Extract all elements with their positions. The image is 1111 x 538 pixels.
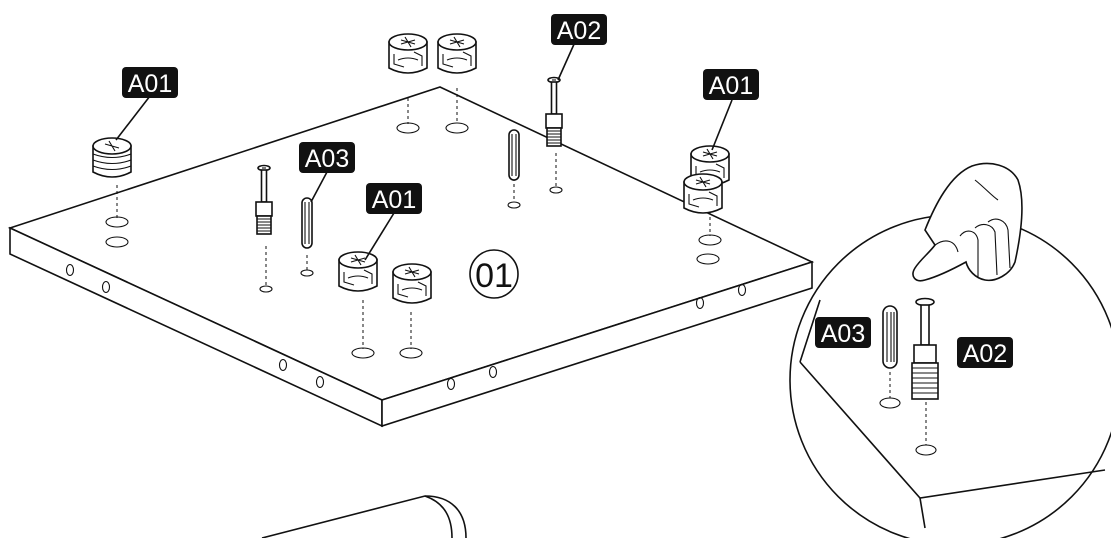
wood-dowel-icon (508, 129, 520, 181)
svg-text:A02: A02 (557, 17, 601, 45)
svg-text:A01: A01 (372, 186, 416, 214)
hand-icon (912, 162, 1023, 282)
cam-lock-icon (683, 173, 723, 214)
label-a03-detail: A03 (815, 317, 871, 348)
svg-text:A03: A03 (821, 320, 865, 348)
svg-text:A03: A03 (305, 145, 349, 173)
next-panel-partial (261, 495, 467, 538)
cam-lock-icon (92, 137, 132, 178)
edge-holes-right (446, 283, 747, 391)
svg-text:A02: A02 (963, 340, 1007, 368)
label-a02-top: A02 (551, 14, 607, 45)
guide-lines (116, 88, 711, 349)
svg-text:A01: A01 (128, 70, 172, 98)
cam-lock-icon (388, 33, 428, 74)
leader-lines (115, 41, 733, 261)
wood-panel (7, 86, 815, 428)
label-a01-center: A01 (366, 183, 422, 214)
wood-dowel-icon (301, 197, 313, 249)
label-a01-right: A01 (703, 69, 759, 100)
panel-holes (105, 122, 722, 359)
svg-text:A01: A01 (709, 72, 753, 100)
wood-dowel-icon (882, 305, 898, 369)
detail-view: A03 A02 (789, 162, 1111, 538)
cam-bolt-icon (545, 76, 563, 147)
step-number: 01 (469, 249, 519, 299)
cam-lock-icon (437, 33, 477, 74)
svg-text:01: 01 (475, 257, 513, 295)
cam-lock-icon (392, 263, 432, 304)
label-a01-left: A01 (122, 67, 178, 98)
label-a03-left: A03 (299, 142, 355, 173)
edge-holes-left (65, 263, 325, 389)
cam-bolt-icon (911, 297, 939, 400)
label-a02-detail: A02 (957, 337, 1013, 368)
cam-lock-icon (338, 251, 378, 292)
